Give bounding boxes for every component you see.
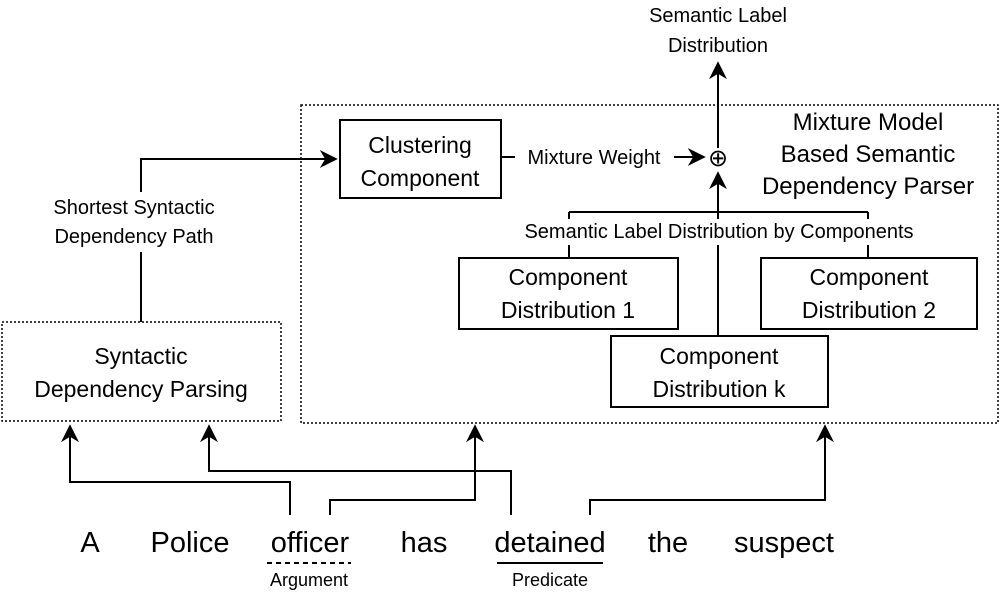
- parser-title-line2: Based Semantic: [781, 141, 956, 168]
- output-label-line2: Distribution: [668, 35, 768, 57]
- component-distribution-k-box: [610, 335, 829, 408]
- components-caption-bg: [486, 219, 952, 245]
- component1-line2: Distribution 1: [501, 297, 635, 323]
- arrow-officer-to-parser: [329, 424, 484, 515]
- output-label-line1: Semantic Label: [649, 5, 787, 27]
- argument-label: Argument: [270, 570, 348, 590]
- arrow-detained-to-syntactic: [200, 424, 512, 515]
- mixture-weight-label: Mixture Weight: [527, 147, 660, 169]
- word-a: A: [80, 527, 100, 559]
- component-distribution-1-box: [458, 257, 679, 330]
- arrow-officer-to-syntactic: [61, 424, 291, 515]
- clustering-component-box: [339, 119, 502, 199]
- clustering-line1: Clustering: [368, 132, 472, 158]
- syntactic-line2: Dependency Parsing: [34, 376, 248, 402]
- parser-title-line3: Dependency Parser: [762, 173, 974, 200]
- word-officer: officer: [271, 527, 350, 559]
- syntactic-line1: Syntactic: [94, 343, 187, 369]
- word-the: the: [648, 527, 688, 559]
- syntactic-parsing-box: [1, 321, 282, 422]
- components-caption: Semantic Label Distribution by Component…: [524, 221, 913, 243]
- parser-container: [300, 104, 999, 424]
- path-label-bg: [30, 192, 252, 252]
- path-label-line1: Shortest Syntactic: [53, 197, 214, 219]
- path-label-line2: Dependency Path: [54, 226, 213, 248]
- componentk-line1: Component: [660, 343, 780, 369]
- combine-node: ⊕: [708, 145, 728, 172]
- path-connector: [140, 150, 338, 322]
- word-detained: detained: [494, 527, 605, 559]
- clustering-line2: Component: [361, 165, 481, 191]
- component2-line2: Distribution 2: [802, 297, 936, 323]
- parser-title-line1: Mixture Model: [793, 109, 944, 136]
- componentk-line2: Distribution k: [653, 376, 786, 402]
- predicate-label: Predicate: [512, 570, 588, 590]
- word-police: Police: [151, 527, 230, 559]
- word-suspect: suspect: [734, 527, 834, 559]
- arrow-detained-to-parser: [589, 424, 834, 515]
- word-has: has: [401, 527, 448, 559]
- component1-line1: Component: [509, 264, 629, 290]
- component2-line1: Component: [810, 264, 930, 290]
- component-distribution-2-box: [760, 257, 978, 330]
